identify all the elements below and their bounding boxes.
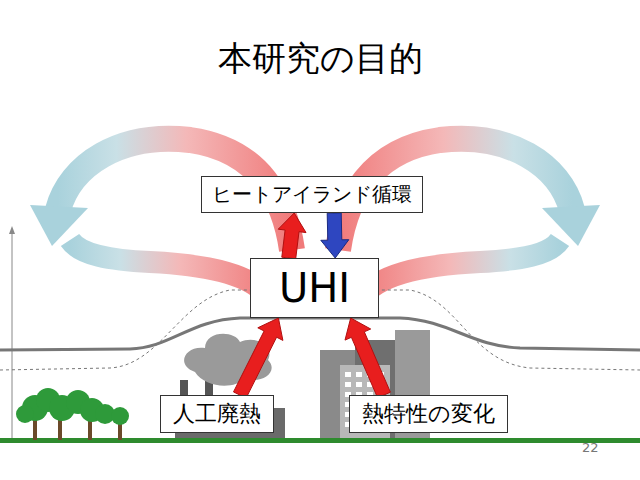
ground (0, 438, 640, 443)
boundary-layer (0, 318, 640, 350)
cause-box: 人工廃熱 (160, 395, 274, 433)
window (356, 382, 362, 387)
window (345, 372, 351, 377)
slide-title: 本研究の目的 (0, 36, 640, 82)
node-text: ヒートアイランド循環 (212, 181, 412, 208)
node-text: 人工廃熱 (173, 399, 261, 429)
axis-head (9, 226, 15, 234)
page-number: 22 (582, 440, 599, 455)
node-text: 熱特性の変化 (362, 399, 495, 429)
trees (16, 388, 129, 440)
uhi-box: UHI (250, 258, 379, 318)
block-arrow (321, 213, 349, 258)
block-arrow (345, 318, 390, 398)
axis (12, 232, 13, 440)
node-text: UHI (279, 265, 350, 311)
cycle-box: ヒートアイランド循環 (201, 176, 423, 213)
window (356, 372, 362, 377)
window (345, 382, 351, 387)
cause-box: 熱特性の変化 (349, 395, 508, 433)
block-arrow (234, 318, 283, 398)
block-arrow (278, 213, 306, 259)
